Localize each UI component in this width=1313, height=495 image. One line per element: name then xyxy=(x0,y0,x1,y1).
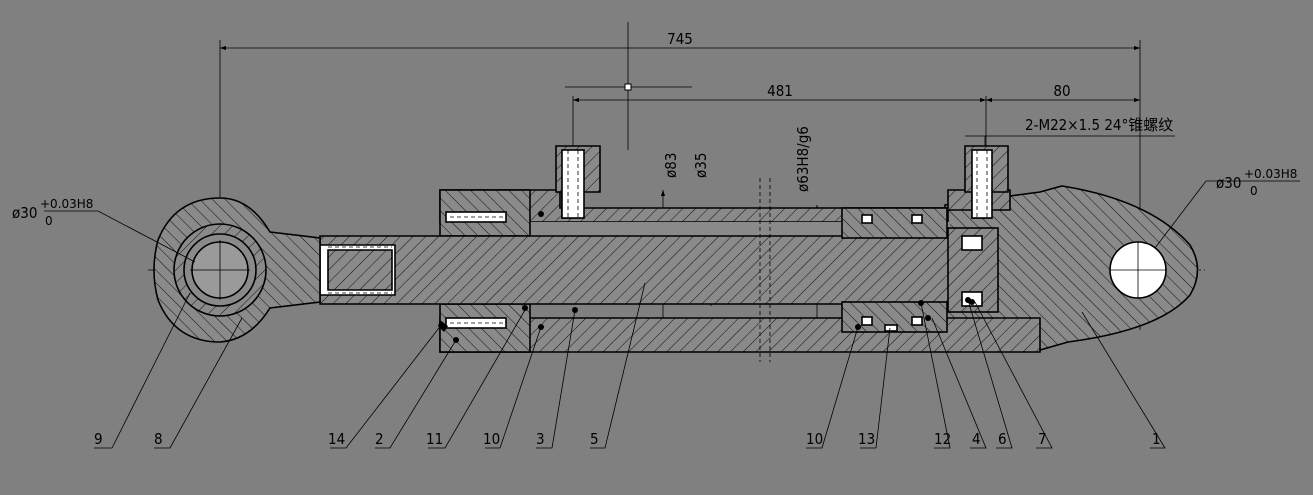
rod-nut-parts-6-7 xyxy=(947,227,999,313)
dim-overall-length: 745 xyxy=(667,30,693,48)
part-label: 10 xyxy=(806,430,823,448)
break-lines xyxy=(759,178,771,362)
part-leaders xyxy=(94,282,1166,449)
oil-ports xyxy=(555,145,1009,219)
pin-bore-left-label: ø30 +0.03H8 0 xyxy=(12,197,196,263)
pin-bore-left-lower: 0 xyxy=(45,214,53,228)
dim-port-thread: 2-M22×1.5 24°锥螺纹 xyxy=(1025,116,1173,134)
dim-bore-outer: ø83 xyxy=(662,153,680,178)
part-label: 6 xyxy=(998,430,1007,448)
part-numbers: 9 8 14 2 11 10 3 5 10 13 12 4 6 7 1 xyxy=(94,430,1161,448)
pin-bore-left-upper: +0.03H8 xyxy=(40,197,93,211)
part-label: 1 xyxy=(1152,430,1161,448)
part-label: 5 xyxy=(590,430,599,448)
part-label: 9 xyxy=(94,430,103,448)
part-label: 11 xyxy=(426,430,443,448)
part-label: 12 xyxy=(934,430,951,448)
pin-bore-right-label: ø30 +0.03H8 0 xyxy=(1154,167,1300,249)
part-label: 10 xyxy=(483,430,500,448)
pin-bore-right-upper: +0.03H8 xyxy=(1244,167,1297,181)
part-label: 2 xyxy=(375,430,384,448)
dim-bore-fit: ø63H8/g6 xyxy=(794,126,812,192)
gland-part-2 xyxy=(439,189,531,353)
part-label: 7 xyxy=(1038,430,1047,448)
dim-port-spacing: 481 xyxy=(767,82,793,100)
pin-bore-left-main: ø30 xyxy=(12,204,37,222)
part-label: 13 xyxy=(858,430,875,448)
pin-bore-right-main: ø30 xyxy=(1216,174,1241,192)
pin-bore-right-lower: 0 xyxy=(1250,184,1258,198)
rod-eye-part-8 xyxy=(153,197,321,343)
part-label: 4 xyxy=(972,430,981,448)
dim-rod-dia: ø35 xyxy=(692,153,710,178)
part-label: 14 xyxy=(328,430,345,448)
part-label: 8 xyxy=(154,430,163,448)
dim-rear-length: 80 xyxy=(1053,82,1070,100)
piston-rod-part-5 xyxy=(319,235,991,305)
part-label: 3 xyxy=(536,430,545,448)
